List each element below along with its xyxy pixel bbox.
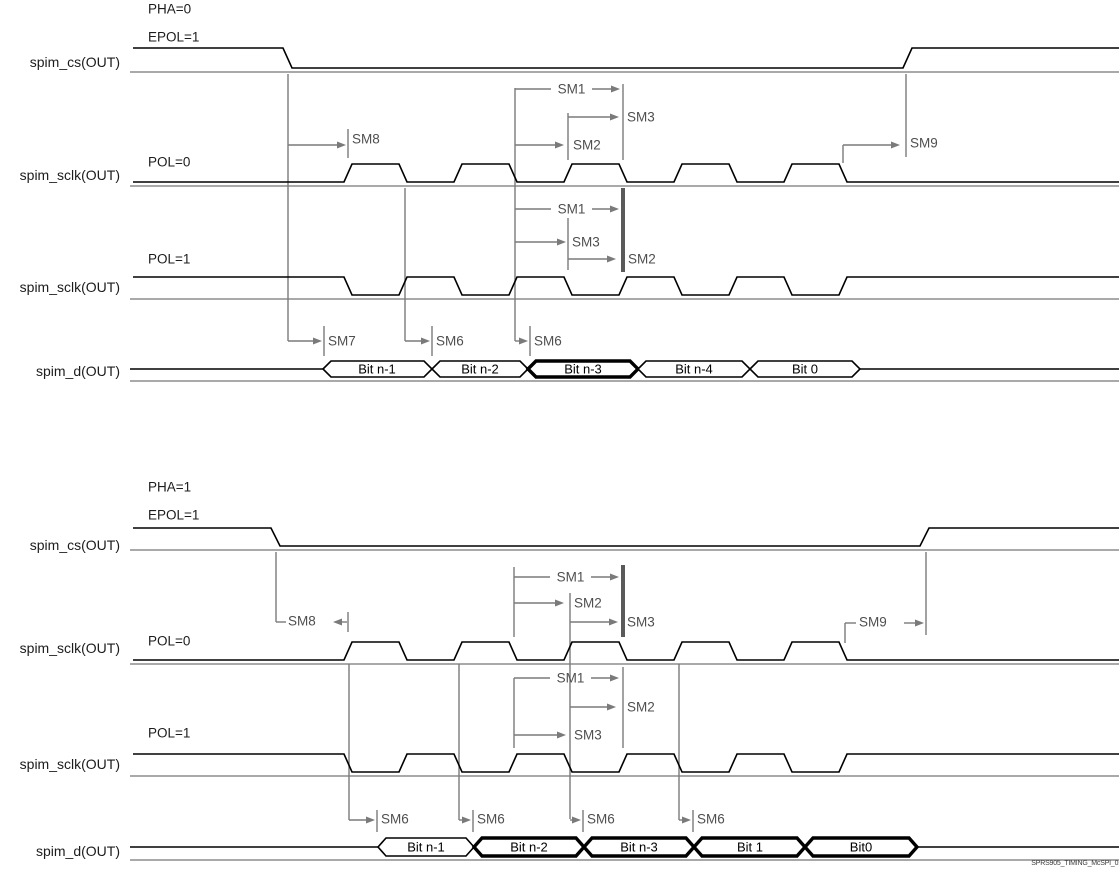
timing-label-sm3-top-pol1: SM3 [572, 234, 600, 250]
signal-label-sclk0-top: spim_sclk(OUT) [19, 167, 120, 183]
bus-bit-label: Bit n-2 [510, 839, 548, 855]
signal-label-sclk0-bottom: spim_sclk(OUT) [19, 640, 120, 656]
pol0-setting-bottom: POL=0 [148, 633, 191, 649]
sclk-pol1-waveform-bottom [133, 753, 1119, 773]
figure-id-watermark: SPRS905_TIMING_McSPI_01 [1031, 860, 1119, 867]
bus-bit-label: Bit n-4 [675, 361, 713, 377]
signal-label-cs-bottom: spim_cs(OUT) [29, 537, 120, 553]
timing-label-sm2-bottom-pol1: SM2 [627, 699, 655, 715]
data-bus-bottom [130, 836, 1119, 858]
sclk-pol1-waveform-top [133, 276, 1119, 296]
epol-setting-top: EPOL=1 [148, 29, 200, 45]
pol0-setting-top: POL=0 [148, 154, 191, 170]
signal-label-data-bottom: spim_d(OUT) [35, 843, 120, 859]
timing-label-sm9-top: SM9 [910, 135, 938, 151]
pol1-setting-top: POL=1 [148, 251, 191, 267]
timing-label-sm2-top-pol0: SM2 [573, 137, 601, 153]
timing-label-sm1-bottom-pol1: SM1 [556, 670, 585, 686]
timing-label-sm3-bottom-pol1: SM3 [574, 727, 602, 743]
bus-bit-label: Bit n-1 [407, 839, 445, 855]
timing-label-sm6-bottom-2: SM6 [477, 811, 505, 827]
bottom-waveforms [130, 527, 1119, 858]
bus-bit-label: Bit 0 [791, 361, 819, 377]
top-waveforms [130, 47, 1119, 379]
timing-label-sm3-bottom-pol0: SM3 [627, 614, 655, 630]
sclk-pol0-waveform-top [133, 163, 1119, 183]
timing-label-sm2-top-pol1: SM2 [628, 251, 656, 267]
top-gray-references [287, 74, 907, 356]
signal-label-sclk1-bottom: spim_sclk(OUT) [19, 756, 120, 772]
cs-waveform-bottom [133, 527, 1119, 547]
timing-label-sm6-top-1: SM6 [436, 333, 464, 349]
timing-label-sm2-bottom-pol0: SM2 [574, 595, 602, 611]
signal-label-data-top: spim_d(OUT) [35, 363, 120, 379]
pol1-setting-bottom: POL=1 [148, 725, 191, 741]
timing-label-sm6-bottom-1: SM6 [381, 811, 409, 827]
bus-bit-label: Bit n-2 [461, 361, 499, 377]
cs-waveform-top [133, 47, 1119, 69]
bottom-gray-references [275, 552, 927, 832]
timing-label-sm8-bottom: SM8 [288, 613, 316, 629]
bus-bit-label: Bit0 [849, 839, 873, 855]
signal-label-sclk1-top: spim_sclk(OUT) [19, 279, 120, 295]
bus-bit-label: Bit n-3 [564, 361, 602, 377]
signal-label-cs-top: spim_cs(OUT) [29, 54, 120, 70]
row-separators [130, 71, 1119, 861]
data-bus-top [130, 359, 1119, 379]
sclk-pol0-waveform-bottom [133, 641, 1119, 661]
pha-setting-top: PHA=0 [148, 1, 192, 17]
timing-label-sm6-bottom-3: SM6 [587, 811, 615, 827]
pha-setting-bottom: PHA=1 [148, 479, 192, 495]
timing-label-sm6-top-2: SM6 [534, 333, 562, 349]
epol-setting-bottom: EPOL=1 [148, 507, 200, 523]
timing-label-sm3-top-pol0: SM3 [627, 109, 655, 125]
timing-label-sm8-top: SM8 [352, 131, 380, 147]
bus-bit-label: Bit n-1 [358, 361, 396, 377]
bus-bit-label: Bit 1 [736, 839, 764, 855]
timing-label-sm9-bottom: SM9 [859, 614, 887, 630]
bus-bit-label: Bit n-3 [620, 839, 658, 855]
timing-label-sm1-top-pol1: SM1 [557, 201, 586, 217]
timing-label-sm7-top: SM7 [328, 333, 356, 349]
timing-label-sm1-top-pol0: SM1 [557, 81, 586, 97]
timing-label-sm1-bottom-pol0: SM1 [556, 569, 585, 585]
timing-label-sm6-bottom-4: SM6 [697, 811, 725, 827]
